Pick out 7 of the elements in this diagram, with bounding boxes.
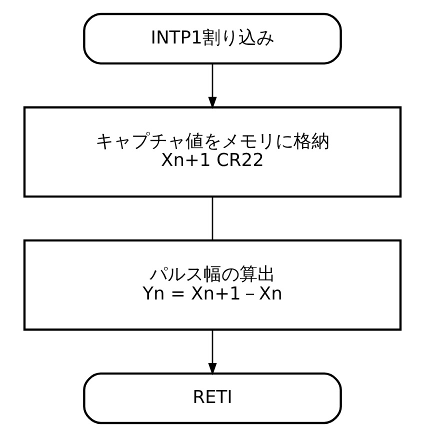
node-box: パルス幅の算出 Yn = Xn+1－Xn — [23, 239, 402, 331]
connector — [212, 196, 214, 240]
arrow — [208, 64, 217, 110]
node-box: RETI — [83, 372, 342, 424]
node-box: キャプチャ値をメモリに格納 Xn+1 CR22 — [23, 106, 402, 198]
arrow — [208, 330, 217, 376]
node-box: INTP1割り込み — [83, 12, 342, 65]
